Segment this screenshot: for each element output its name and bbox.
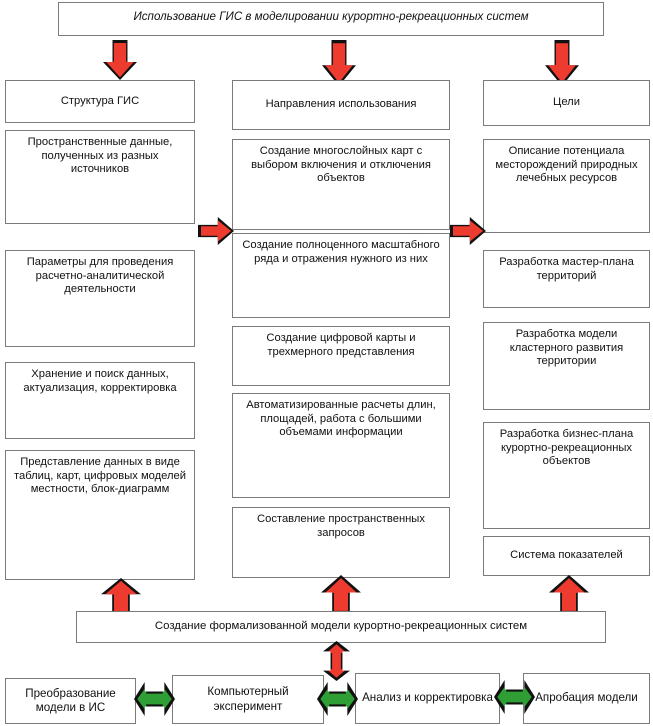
left-item-3-label: Хранение и поиск данных, актуализация, к… <box>23 368 177 394</box>
process-step-4: Апробация модели <box>523 673 650 724</box>
middle-item-4-label: Автоматизированные расчеты длин, площаде… <box>246 399 436 439</box>
diagram-title-box: Использование ГИС в моделировании курорт… <box>58 2 604 36</box>
right-item-4-label: Разработка бизнес-плана курортно-рекреац… <box>499 428 634 468</box>
column-header-middle: Направления использования <box>232 80 450 130</box>
right-column-item-1: Описание потенциала месторождений природ… <box>483 139 650 233</box>
left-column-item-2: Параметры для проведения расчетно-аналит… <box>5 250 195 347</box>
middle-column-item-5: Составление пространственных запросов <box>232 507 450 578</box>
arrow-up-to-middle-column <box>321 575 361 614</box>
arrow-right-middle-to-right <box>450 217 486 245</box>
middle-item-5-label: Составление пространственных запросов <box>257 513 425 539</box>
formalized-model-label: Создание формализованной модели курортно… <box>154 620 528 633</box>
column-header-left-label: Структура ГИС <box>60 94 140 107</box>
right-column-item-2: Разработка мастер-плана территорий <box>483 250 650 308</box>
arrow-down-to-right-column <box>545 40 579 86</box>
middle-column-item-4: Автоматизированные расчеты длин, площаде… <box>232 393 450 498</box>
right-item-3-label: Разработка модели кластерного развития т… <box>509 328 624 368</box>
column-header-right-label: Цели <box>553 96 580 109</box>
middle-item-2-label: Создание полноценного масштабного ряда и… <box>242 239 440 265</box>
middle-item-3-label: Создание цифровой карты и трехмерного пр… <box>266 332 416 358</box>
right-item-1-label: Описание потенциала месторождений природ… <box>495 145 638 185</box>
process-step-2-label: Компьютерный эксперимент <box>207 685 289 713</box>
right-column-item-4: Разработка бизнес-плана курортно-рекреац… <box>483 422 650 529</box>
column-header-middle-label: Направления использования <box>265 98 417 111</box>
right-item-5-label: Система показателей <box>510 549 623 562</box>
column-header-left: Структура ГИС <box>5 80 195 123</box>
arrow-double-vertical-red <box>323 641 350 681</box>
middle-column-item-2: Создание полноценного масштабного ряда и… <box>232 233 450 318</box>
middle-column-item-3: Создание цифровой карты и трехмерного пр… <box>232 326 450 386</box>
process-step-1: Преобразование модели в ИС <box>5 678 136 724</box>
arrow-double-green-1 <box>134 682 175 716</box>
middle-column-item-1: Создание многослойных карт с выбором вкл… <box>232 139 450 230</box>
right-item-2-label: Разработка мастер-плана территорий <box>499 256 634 282</box>
arrow-down-to-middle-column <box>322 40 356 86</box>
column-header-right: Цели <box>483 80 650 126</box>
middle-item-1-label: Создание многослойных карт с выбором вкл… <box>251 145 431 185</box>
process-step-2: Компьютерный эксперимент <box>172 675 324 724</box>
process-step-4-label: Апробация модели <box>535 691 638 705</box>
left-item-4-label: Представление данных в виде таблиц, карт… <box>14 456 186 496</box>
left-column-item-1: Пространственные данные, полученных из р… <box>5 130 195 224</box>
right-column-item-5: Система показателей <box>483 536 650 576</box>
formalized-model-box: Создание формализованной модели курортно… <box>76 611 606 643</box>
left-item-1-label: Пространственные данные, полученных из р… <box>27 136 173 176</box>
arrow-double-green-3 <box>494 680 535 714</box>
right-column-item-3: Разработка модели кластерного развития т… <box>483 322 650 410</box>
arrow-down-to-left-column <box>103 40 137 80</box>
process-step-3-label: Анализ и корректировка <box>362 691 493 705</box>
arrow-up-to-right-column <box>549 575 589 614</box>
process-step-3: Анализ и корректировка <box>355 673 500 724</box>
left-column-item-3: Хранение и поиск данных, актуализация, к… <box>5 362 195 439</box>
arrow-double-green-2 <box>317 682 358 716</box>
left-column-item-4: Представление данных в виде таблиц, карт… <box>5 450 195 580</box>
process-step-1-label: Преобразование модели в ИС <box>25 686 116 714</box>
page-title: Использование ГИС в моделировании курорт… <box>133 10 529 23</box>
arrow-right-left-to-middle <box>198 217 234 245</box>
arrow-up-to-left-column <box>101 578 141 614</box>
left-item-2-label: Параметры для проведения расчетно-аналит… <box>26 256 174 296</box>
